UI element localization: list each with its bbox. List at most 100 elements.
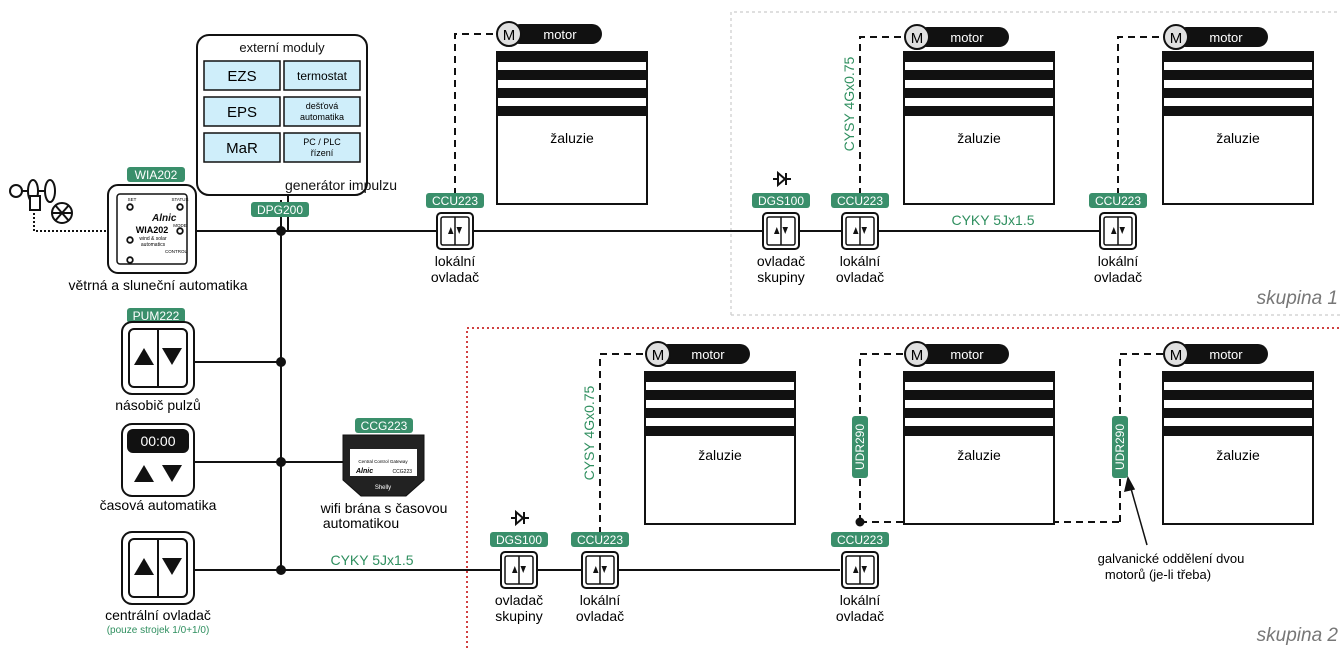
motor-blind-6: M motor žaluzie bbox=[1162, 341, 1314, 525]
local-label-2: ovladač bbox=[576, 608, 624, 624]
pum222-caption: násobič pulzů bbox=[115, 397, 201, 413]
blind-label: žaluzie bbox=[1216, 447, 1260, 463]
motor-blind-3: M motor žaluzie bbox=[1162, 24, 1314, 205]
dpg-tag-text: DPG200 bbox=[257, 203, 303, 217]
ccg223-tag: CCG223 bbox=[361, 419, 408, 433]
junction-dots bbox=[276, 226, 286, 575]
group-1-label: skupina 1 bbox=[1257, 288, 1338, 309]
wind-sun-sensor-icon bbox=[9, 179, 73, 224]
ccu-tag: CCU223 bbox=[432, 194, 478, 208]
external-modules-box: externí moduly EZS termostat EPS dešťová… bbox=[196, 34, 368, 196]
ccg223-shelly: Shelly bbox=[375, 485, 391, 491]
wia202-status: STATUS bbox=[171, 197, 188, 202]
ccu223-4: CCU223 lokální ovladač bbox=[571, 532, 629, 624]
group-1-boundary bbox=[730, 11, 1340, 316]
wia202-tag: WIA202 bbox=[135, 168, 178, 182]
wia202-logo: Alnic bbox=[151, 213, 177, 224]
motor-blind-4: M motor žaluzie bbox=[644, 341, 796, 525]
cable-cysy-group1: CYSY 4Gx0.75 bbox=[841, 56, 857, 151]
dgs-tag: DGS100 bbox=[758, 194, 804, 208]
central-note: (pouze strojek 1/0+1/0) bbox=[107, 625, 210, 636]
module-pc-2: řízení bbox=[311, 148, 334, 158]
wia202-caption: větrná a sluneční automatika bbox=[69, 277, 248, 293]
ccu-tag: CCU223 bbox=[577, 533, 623, 547]
wia202-model: WIA202 bbox=[136, 225, 169, 235]
udr-tag: UDR290 bbox=[853, 424, 867, 470]
ccu-tag: CCU223 bbox=[837, 194, 883, 208]
motor-label: motor bbox=[543, 27, 577, 42]
motor-m: M bbox=[911, 347, 924, 364]
ccu-tag: CCU223 bbox=[837, 533, 883, 547]
ccu-tag: CCU223 bbox=[1095, 194, 1141, 208]
motor-m: M bbox=[1170, 30, 1183, 47]
module-mar: MaR bbox=[226, 140, 258, 157]
local-label-2: ovladač bbox=[836, 608, 884, 624]
motor-m: M bbox=[1170, 347, 1183, 364]
diode-icon bbox=[773, 170, 791, 188]
module-termostat: termostat bbox=[297, 69, 348, 83]
external-modules-title: externí moduly bbox=[239, 40, 325, 55]
blind-label: žaluzie bbox=[1216, 130, 1260, 146]
ccu223-2: CCU223 lokální ovladač bbox=[831, 193, 889, 285]
group-ctrl-label-1: ovladač bbox=[495, 592, 543, 608]
timer-caption: časová automatika bbox=[100, 497, 217, 513]
udr290-1: UDR290 bbox=[852, 416, 868, 478]
group-2-boundary bbox=[466, 327, 1340, 648]
dgs100-2: DGS100 ovladač skupiny bbox=[490, 509, 548, 624]
wia202-set: SET bbox=[128, 197, 137, 202]
motor-label: motor bbox=[950, 347, 984, 362]
blind-label: žaluzie bbox=[550, 130, 594, 146]
group-2-label: skupina 2 bbox=[1257, 625, 1339, 646]
ccg223-model: CCG223 bbox=[393, 469, 413, 475]
annotation-arrow bbox=[1124, 475, 1148, 546]
dpg-caption: generátor impulzu bbox=[285, 177, 397, 193]
ccg223-logo: Alnic bbox=[355, 468, 373, 475]
diode-icon bbox=[511, 509, 529, 527]
motor-label: motor bbox=[950, 30, 984, 45]
wia202-control: CONTROL bbox=[165, 249, 187, 254]
dgs100-1: DGS100 ovladač skupiny bbox=[752, 170, 810, 285]
ccg223-caption-2: automatikou bbox=[323, 515, 399, 531]
ccu223-1: CCU223 lokální ovladač bbox=[426, 193, 484, 285]
local-label-2: ovladač bbox=[1094, 269, 1142, 285]
motor-blind-1: M motor žaluzie bbox=[496, 21, 648, 205]
timer-device: 00:00 časová automatika bbox=[100, 423, 217, 513]
local-label-1: lokální bbox=[580, 592, 621, 608]
local-label-1: lokální bbox=[435, 253, 476, 269]
ccu223-3: CCU223 lokální ovladač bbox=[1089, 193, 1147, 285]
wia202-mode: MODE bbox=[173, 223, 187, 228]
wia202-device: WIA202 SET STATUS MODE CONTROL Alnic WIA… bbox=[69, 167, 248, 293]
pum222-device: PUM222 násobič pulzů bbox=[115, 308, 201, 413]
blind-label: žaluzie bbox=[957, 447, 1001, 463]
blind-label: žaluzie bbox=[698, 447, 742, 463]
motor-label: motor bbox=[691, 347, 725, 362]
local-label-2: ovladač bbox=[836, 269, 884, 285]
pum222-tag: PUM222 bbox=[133, 309, 180, 323]
module-rain-2: automatika bbox=[300, 112, 344, 122]
motor-m: M bbox=[911, 30, 924, 47]
local-label-1: lokální bbox=[840, 592, 881, 608]
group-ctrl-label-1: ovladač bbox=[757, 253, 805, 269]
cable-cysy-group2: CYSY 4Gx0.75 bbox=[581, 385, 597, 480]
group-ctrl-label-2: skupiny bbox=[757, 269, 804, 285]
cable-cyky-group1: CYKY 5Jx1.5 bbox=[951, 212, 1034, 228]
cable-cyky-central: CYKY 5Jx1.5 bbox=[330, 552, 413, 568]
local-label-1: lokální bbox=[840, 253, 881, 269]
junction-dot bbox=[855, 517, 865, 527]
group-ctrl-label-2: skupiny bbox=[495, 608, 542, 624]
ccg223-caption-1: wifi brána s časovou bbox=[320, 500, 448, 516]
motor-m: M bbox=[652, 347, 665, 364]
dgs-tag: DGS100 bbox=[496, 533, 542, 547]
wia202-sub-1: wind & solar bbox=[139, 236, 167, 242]
local-label-2: ovladač bbox=[431, 269, 479, 285]
module-pc-1: PC / PLC bbox=[303, 137, 341, 147]
motor-cables bbox=[454, 33, 1164, 534]
annotation-line-1: galvanické oddělení dvou bbox=[1098, 551, 1245, 566]
module-rain-1: dešťová bbox=[306, 101, 338, 111]
sensor-cable bbox=[33, 205, 108, 232]
timer-display: 00:00 bbox=[140, 433, 175, 449]
wia202-sub-2: automatics bbox=[141, 242, 166, 248]
motor-label: motor bbox=[1209, 347, 1243, 362]
module-eps: EPS bbox=[227, 104, 257, 121]
